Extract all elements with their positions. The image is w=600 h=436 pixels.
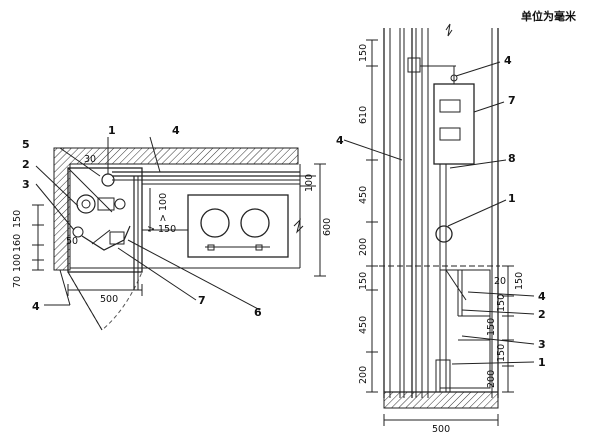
sink-fixture (187, 194, 289, 258)
elev-dim-left-1: 610 (358, 106, 369, 124)
plan-callout-4-top: 4 (172, 124, 180, 137)
plan-wall-hatch (53, 147, 299, 271)
elev-dim-right-2: 150 (496, 294, 507, 312)
elev-dim-left-2: 450 (358, 186, 369, 204)
elev-callout-3: 3 (538, 338, 546, 351)
elev-dim-right-4: 150 (496, 344, 507, 362)
elev-callout-8: 8 (508, 152, 516, 165)
elev-callout-4-top: 4 (504, 54, 512, 67)
elev-dim-right-5: 200 (486, 370, 497, 388)
elev-dim-left-6: 200 (358, 366, 369, 384)
plan-dim-stack-150: 150 (12, 210, 23, 228)
elev-dim-left-5: 450 (358, 316, 369, 334)
elev-callout-7: 7 (508, 94, 516, 107)
plan-dim-600: 600 (322, 218, 333, 236)
plan-callout-1: 1 (108, 124, 116, 137)
plan-callout-5: 5 (22, 138, 30, 151)
elev-dim-right-0: 150 (514, 272, 525, 290)
plan-dim-stack-70: 70 (12, 276, 23, 288)
plan-view (32, 136, 326, 331)
elev-dim-left-3: 200 (358, 238, 369, 256)
elev-dims-right: 150 20 150 150 150 200 (486, 272, 525, 388)
plan-dim-stack-160: 160 (12, 234, 23, 252)
elev-dim-right-3: 150 (486, 318, 497, 336)
plan-dim-30: 30 (84, 154, 96, 165)
elev-callout-1-mid: 1 (508, 192, 516, 205)
elevation-view (343, 23, 535, 426)
plan-callout-3: 3 (22, 178, 30, 191)
elev-dim-right-1: 20 (494, 276, 506, 287)
plan-callout-2: 2 (22, 158, 30, 171)
plan-dim-100: 100 (304, 174, 315, 192)
plan-callout-6: 6 (254, 306, 262, 319)
plan-dim-gt150: > 150 (147, 224, 176, 235)
elev-callout-4-left: 4 (336, 134, 344, 147)
plan-callout-7: 7 (198, 294, 206, 307)
plan-dim-gt100: > 100 (158, 193, 169, 222)
elev-dim-bottom-500: 500 (432, 424, 450, 435)
elev-dim-left-4: 150 (358, 272, 369, 290)
units-note: 单位为毫米 (521, 9, 577, 23)
elev-callout-1-bottom: 1 (538, 356, 546, 369)
elev-dim-left-0: 150 (358, 44, 369, 62)
plan-dim-stack-100: 100 (12, 254, 23, 272)
floor-slab (383, 391, 499, 409)
hydrant-cabinet (67, 167, 143, 273)
elev-callout-2: 2 (538, 308, 546, 321)
plan-callout-4-bottom: 4 (32, 300, 40, 313)
elev-callout-4-right: 4 (538, 290, 546, 303)
plan-dim-500: 500 (100, 294, 118, 305)
plan-dim-stack: 70 100 160 150 (12, 210, 23, 288)
plan-dim-50: 50 (66, 236, 78, 247)
elev-dims-left: 150 610 450 200 150 450 200 (358, 44, 369, 384)
